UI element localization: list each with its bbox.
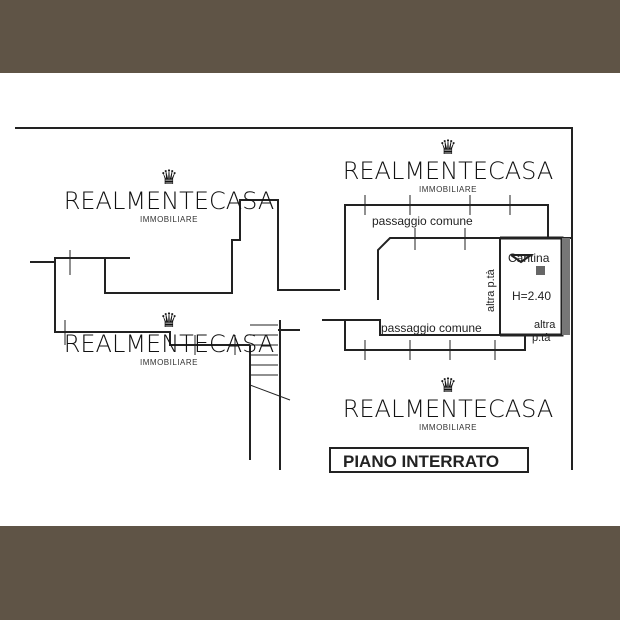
- watermark-name: REALMENTECASA: [342, 395, 554, 423]
- crown-icon: ♛: [160, 310, 178, 332]
- label-other-property-right-2: p.tà: [532, 332, 551, 344]
- watermark-1: ♛ REALMENTECASA IMMOBILIARE: [39, 168, 299, 224]
- crown-icon: ♛: [160, 167, 178, 189]
- watermark-subtitle: IMMOBILIARE: [140, 358, 198, 367]
- label-passage-top: passaggio comune: [372, 214, 473, 228]
- hatch-mark: [536, 266, 545, 275]
- label-other-property-left: altra p.tà: [485, 268, 497, 312]
- watermark-subtitle: IMMOBILIARE: [419, 423, 477, 432]
- hatched-wall: [562, 238, 570, 335]
- outer-wall: [15, 127, 573, 470]
- bottom-border-band: [0, 526, 620, 620]
- top-border-band: [0, 0, 620, 73]
- label-other-property-right-1: altra: [534, 319, 556, 331]
- label-height: H=2.40: [512, 289, 551, 303]
- label-passage-bottom: passaggio comune: [381, 321, 482, 335]
- watermark-name: REALMENTECASA: [342, 157, 554, 185]
- watermark-subtitle: IMMOBILIARE: [419, 185, 477, 194]
- watermark-3: ♛ REALMENTECASA IMMOBILIARE: [39, 311, 299, 367]
- label-cellar: Cantina: [508, 251, 550, 265]
- watermark-name: REALMENTECASA: [63, 330, 275, 358]
- watermark-name: REALMENTECASA: [63, 187, 275, 215]
- watermark-2: ♛ REALMENTECASA IMMOBILIARE: [318, 138, 578, 194]
- floor-title: PIANO INTERRATO: [343, 452, 499, 471]
- crown-icon: ♛: [439, 375, 457, 397]
- watermark-subtitle: IMMOBILIARE: [140, 215, 198, 224]
- watermark-4: ♛ REALMENTECASA IMMOBILIARE: [318, 376, 578, 432]
- crown-icon: ♛: [439, 137, 457, 159]
